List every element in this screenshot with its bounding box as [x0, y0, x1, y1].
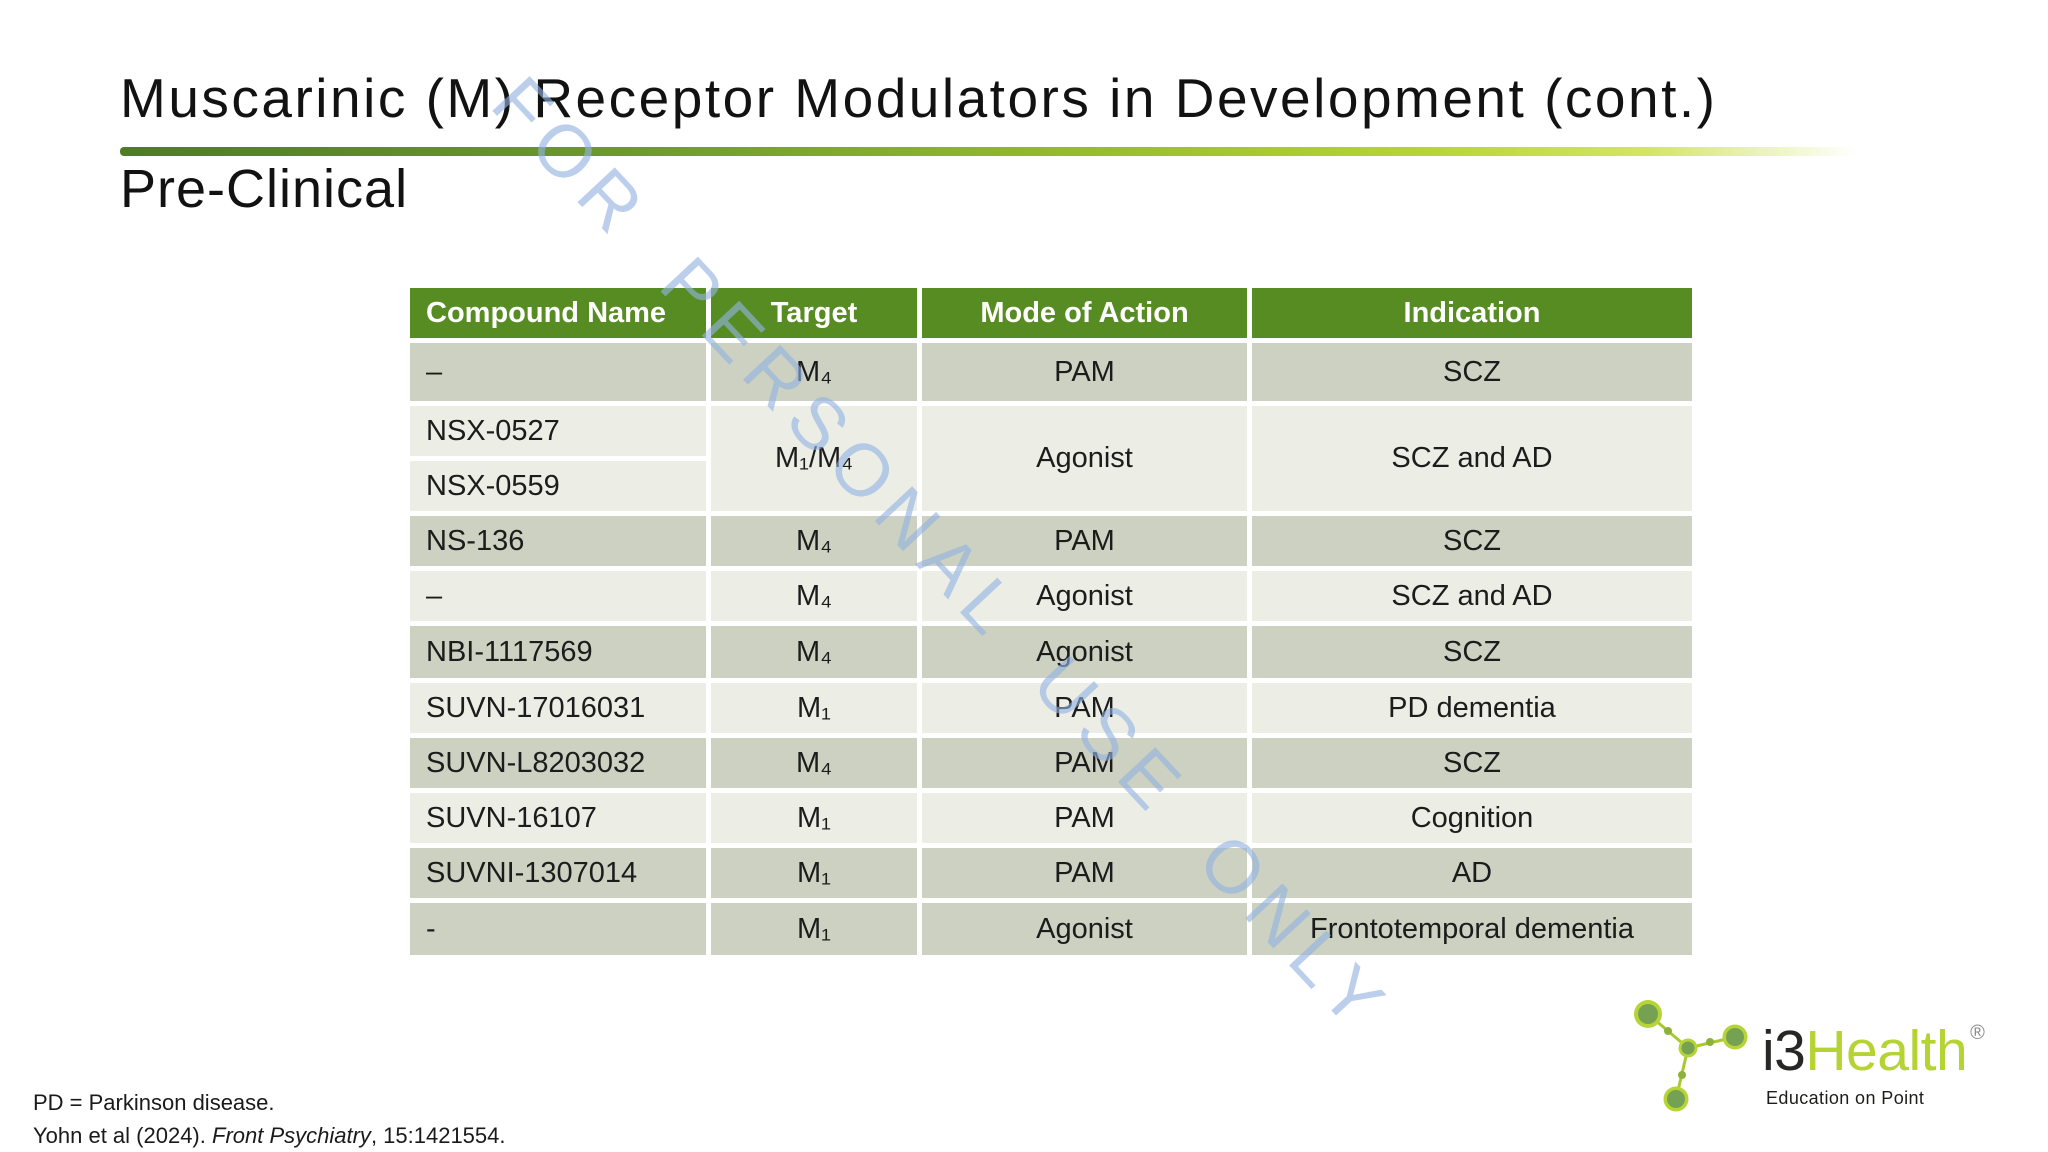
column-header-mode: Mode of Action — [922, 288, 1247, 338]
cell-indication: SCZ — [1252, 738, 1692, 788]
cell-indication: Cognition — [1252, 793, 1692, 843]
cell-compound: - — [410, 903, 706, 955]
brand-health: Health — [1805, 1019, 1968, 1083]
cell-target: M₄ — [711, 626, 917, 678]
cell-indication-merged: SCZ and AD — [1252, 406, 1692, 511]
cell-target-merged: M₁/M₄ — [711, 406, 917, 511]
cell-mode: PAM — [922, 793, 1247, 843]
cell-mode: Agonist — [922, 903, 1247, 955]
registered-mark: ® — [1970, 1022, 1985, 1044]
page-title: Muscarinic (M) Receptor Modulators in De… — [120, 67, 1718, 129]
cell-target: M₁ — [711, 848, 917, 898]
cell-compound: SUVN-L8203032 — [410, 738, 706, 788]
cell-target: M₄ — [711, 516, 917, 566]
footnote-citation: Yohn et al (2024). Front Psychiatry, 15:… — [33, 1119, 506, 1152]
citation-volume: , 15:1421554. — [370, 1123, 506, 1148]
footnote-abbreviation: PD = Parkinson disease. — [33, 1090, 275, 1115]
cell-compound: NSX-0559 — [410, 461, 706, 511]
compounds-table: Compound Name Target Mode of Action Indi… — [410, 288, 1692, 955]
cell-target: M₄ — [711, 343, 917, 401]
citation-journal: Front Psychiatry — [212, 1123, 371, 1148]
cell-compound: NS-136 — [410, 516, 706, 566]
cell-compound: SUVN-16107 — [410, 793, 706, 843]
cell-indication: SCZ — [1252, 626, 1692, 678]
cell-mode: Agonist — [922, 626, 1247, 678]
column-header-compound: Compound Name — [410, 288, 706, 338]
molecule-icon — [1634, 1000, 1748, 1112]
cell-compound: NBI-1117569 — [410, 626, 706, 678]
cell-compound: – — [410, 343, 706, 401]
cell-indication: AD — [1252, 848, 1692, 898]
cell-target: M₁ — [711, 793, 917, 843]
cell-compound: NSX-0527 — [410, 406, 706, 456]
column-header-indication: Indication — [1252, 288, 1692, 338]
cell-target: M₄ — [711, 571, 917, 621]
cell-mode: Agonist — [922, 571, 1247, 621]
cell-mode: PAM — [922, 738, 1247, 788]
cell-target: M₄ — [711, 738, 917, 788]
cell-target: M₁ — [711, 903, 917, 955]
cell-indication: PD dementia — [1252, 683, 1692, 733]
cell-mode: PAM — [922, 516, 1247, 566]
citation-authors: Yohn et al (2024). — [33, 1123, 212, 1148]
brand-tagline: Education on Point — [1766, 1088, 1925, 1108]
footnote: PD = Parkinson disease. Yohn et al (2024… — [33, 1086, 506, 1152]
cell-indication: SCZ — [1252, 343, 1692, 401]
brand-i3: i3 — [1762, 1019, 1806, 1083]
cell-mode: PAM — [922, 848, 1247, 898]
cell-compound: – — [410, 571, 706, 621]
cell-indication: Frontotemporal dementia — [1252, 903, 1692, 955]
cell-mode-merged: Agonist — [922, 406, 1247, 511]
brand-wordmark: i3Health® — [1762, 1018, 1985, 1084]
column-header-target: Target — [711, 288, 917, 338]
cell-compound: SUVN-17016031 — [410, 683, 706, 733]
cell-compound: SUVNI-1307014 — [410, 848, 706, 898]
cell-indication: SCZ and AD — [1252, 571, 1692, 621]
slide-subtitle: Pre-Clinical — [120, 159, 409, 219]
cell-mode: PAM — [922, 683, 1247, 733]
cell-mode: PAM — [922, 343, 1247, 401]
cell-indication: SCZ — [1252, 516, 1692, 566]
title-divider — [120, 147, 1856, 156]
cell-target: M₁ — [711, 683, 917, 733]
